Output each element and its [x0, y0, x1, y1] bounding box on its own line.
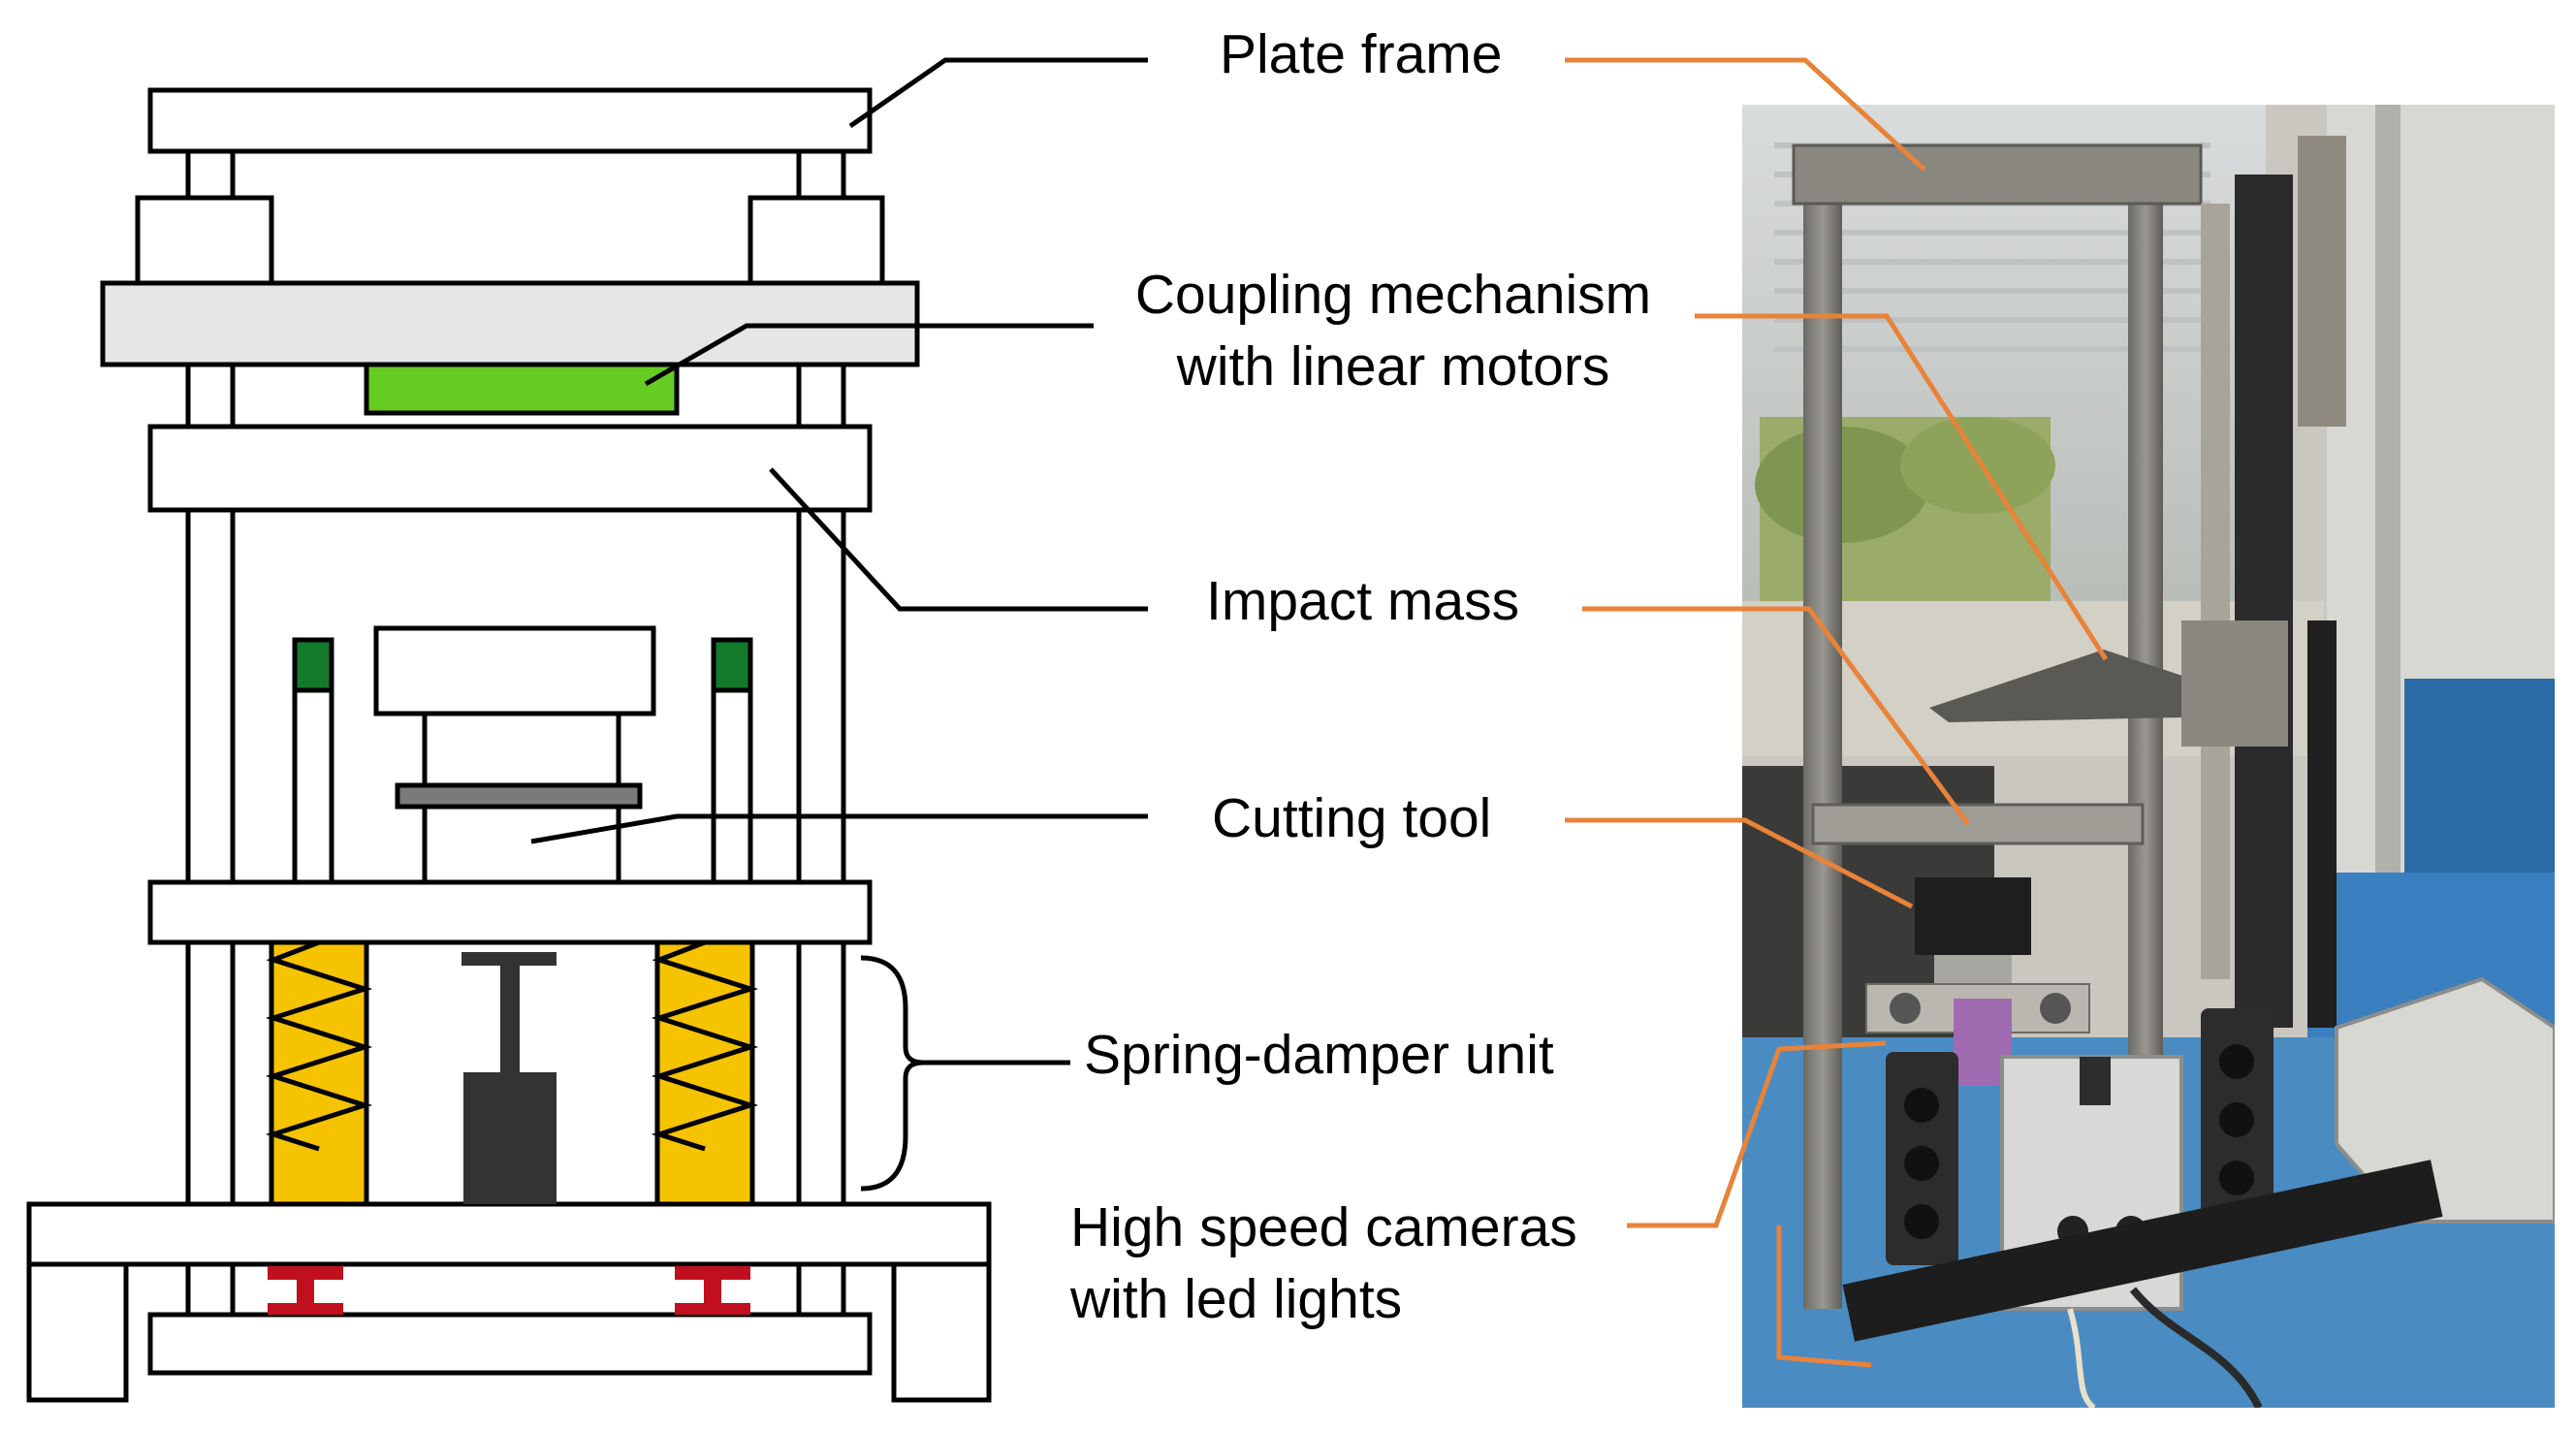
base-leg-left [26, 1261, 129, 1403]
base-plate [26, 1201, 992, 1267]
red-buffers [268, 1266, 750, 1315]
guide-pin-right-cap [711, 637, 753, 693]
spring-damper-brace [860, 955, 924, 1192]
photo-leaders [1565, 57, 2109, 1368]
die-plate [147, 879, 873, 945]
photo-leader-cutting-tool [1565, 817, 1914, 909]
leader-impact-mass [769, 467, 1148, 612]
photo-leader-plate-frame [1565, 57, 1926, 172]
schematic-leaders [530, 57, 1148, 1065]
cutting-blade [395, 782, 643, 810]
upper-guide-left [185, 148, 236, 201]
label-impact-mass: Impact mass [1206, 570, 1520, 632]
label-cameras-line2: with led lights [1070, 1268, 1403, 1330]
label-cutting-tool: Cutting tool [1212, 787, 1492, 849]
label-plate-frame: Plate frame [1220, 23, 1503, 85]
upper-block-right [747, 195, 885, 286]
column-right-upper [796, 362, 846, 429]
upper-guide-right [796, 148, 846, 201]
test-rig-photo [1742, 105, 2555, 1408]
column-left-middle [185, 507, 236, 885]
photo-leader-coupling [1695, 313, 2109, 661]
punch-head [373, 625, 656, 716]
column-right-lower [796, 939, 846, 1207]
impact-mass-plate [147, 424, 873, 513]
column-right-middle [796, 507, 846, 885]
bottom-plate [147, 1312, 873, 1376]
leader-cutting-tool [530, 813, 1148, 844]
leader-coupling [644, 323, 1094, 387]
column-left-upper [185, 362, 236, 429]
label-spring-damper: Spring-damper unit [1084, 1024, 1554, 1086]
label-coupling-line2: with linear motors [1176, 335, 1610, 398]
column-left-lower [185, 939, 236, 1207]
leader-plate-frame [848, 57, 1148, 129]
label-cameras-line1: High speed cameras [1070, 1196, 1577, 1258]
upper-block-left [135, 195, 274, 286]
top-plate [147, 87, 873, 154]
column-left-base [185, 1261, 236, 1318]
label-coupling-line1: Coupling mechanism [1134, 264, 1652, 326]
column-right-base [796, 1261, 846, 1318]
coupling-mechanism-block [364, 362, 680, 416]
photo-leader-impact-mass [1582, 606, 1971, 826]
base-leg-right [891, 1261, 992, 1403]
guide-pin-left-cap [292, 637, 334, 693]
photo-leader-cameras-lower [1776, 1225, 1872, 1368]
damper [461, 952, 557, 1204]
spring-coils [265, 939, 759, 1152]
photo-leader-cameras-upper [1627, 1040, 1887, 1228]
